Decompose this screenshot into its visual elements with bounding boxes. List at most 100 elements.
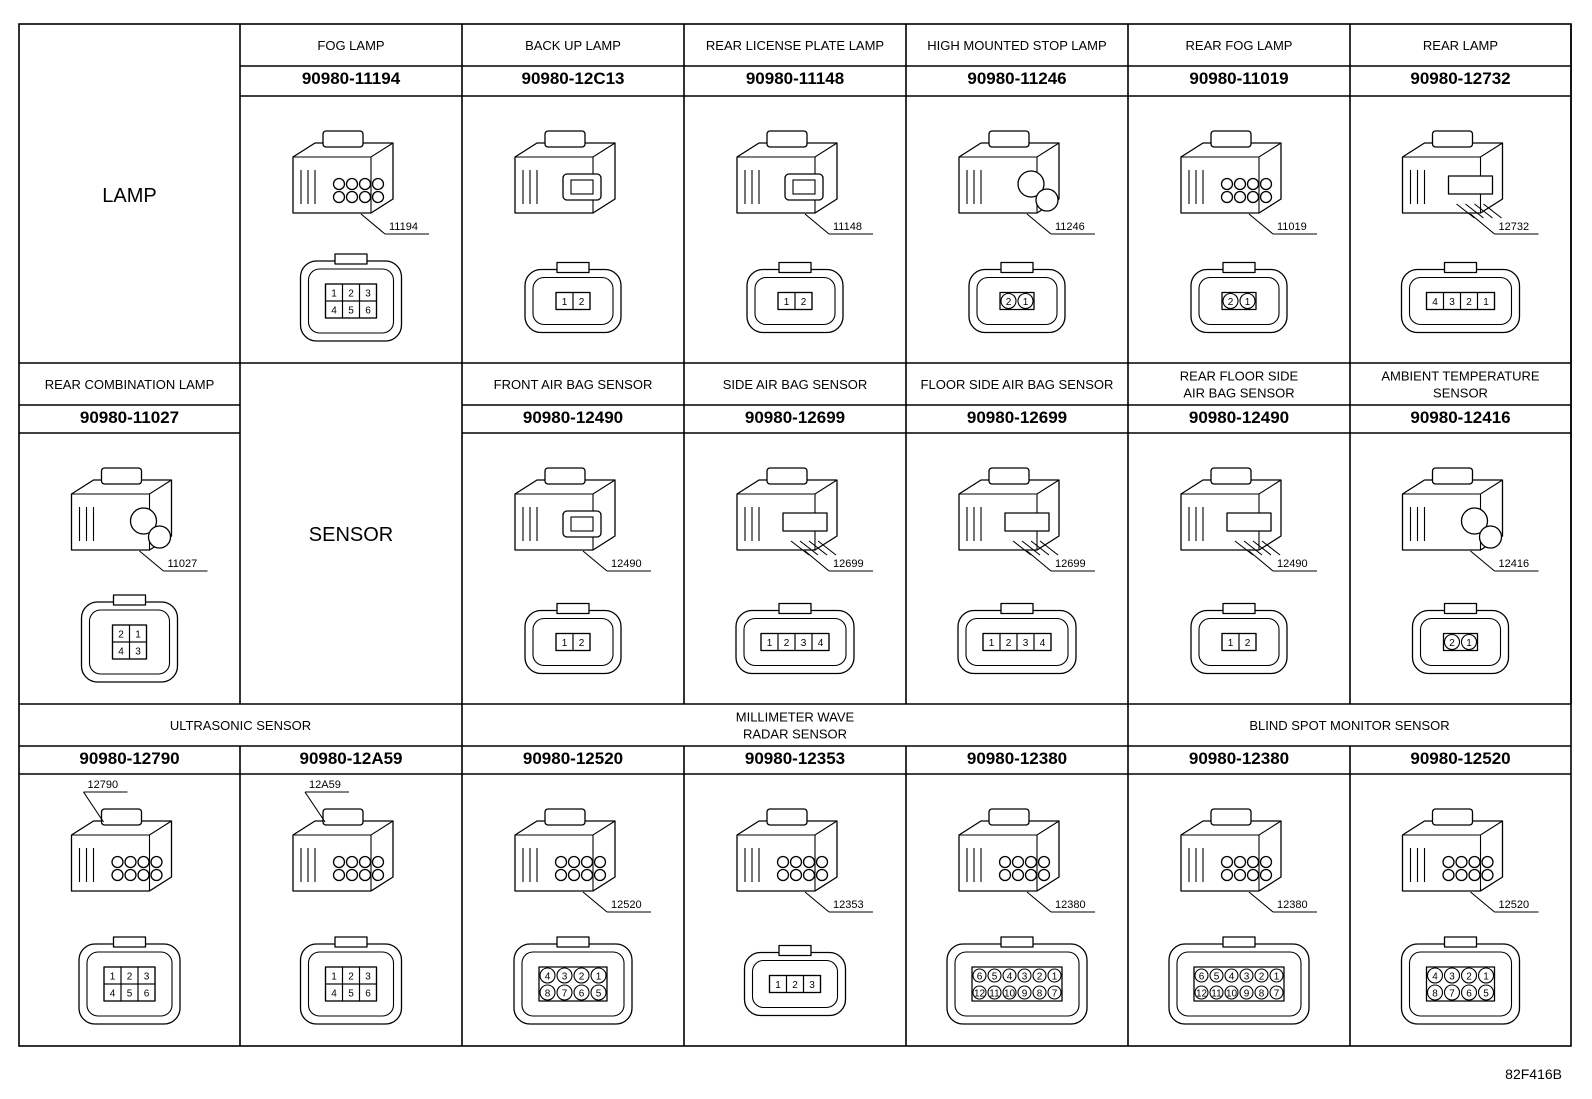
callout-label: 11148 (833, 221, 862, 233)
pin-number: 8 (1259, 989, 1265, 1000)
pin-number: 9 (1022, 989, 1028, 1000)
pin-number: 4 (1229, 972, 1235, 983)
pin-number: 4 (818, 638, 824, 649)
pin-number: 2 (579, 297, 585, 308)
pin-number: 2 (579, 638, 585, 649)
pin-number: 6 (1466, 989, 1472, 1000)
part-number: 90980-12A59 (299, 749, 402, 768)
pin-number: 11 (1211, 989, 1222, 1000)
connector-title: SENSOR (1433, 386, 1488, 401)
part-number: 90980-11246 (967, 69, 1066, 88)
part-number: 90980-12380 (1189, 749, 1289, 768)
part-number: 90980-12699 (967, 408, 1067, 427)
pin-number: 5 (992, 972, 998, 983)
pin-number: 1 (1466, 638, 1472, 649)
pin-number: 9 (1244, 989, 1250, 1000)
pin-number: 2 (1449, 638, 1455, 649)
callout-label: 12490 (1277, 558, 1308, 570)
pin-number: 4 (331, 989, 337, 1000)
pin-number: 2 (792, 980, 798, 991)
pin-number: 2 (1006, 638, 1012, 649)
pin-number: 7 (1274, 989, 1280, 1000)
callout-label: 12380 (1055, 899, 1086, 911)
callout-label: 11019 (1277, 221, 1307, 233)
pin-number: 4 (331, 306, 337, 317)
pin-number: 2 (801, 297, 807, 308)
part-number: 90980-12520 (1410, 749, 1510, 768)
connector-title: FOG LAMP (317, 38, 384, 53)
part-number: 90980-11148 (746, 69, 844, 88)
pin-number: 1 (1245, 297, 1251, 308)
pin-number: 2 (348, 972, 354, 983)
pin-number: 2 (1466, 297, 1472, 308)
pin-number: 2 (579, 972, 585, 983)
pin-number: 1 (989, 638, 995, 649)
connector-title: FLOOR SIDE AIR BAG SENSOR (921, 377, 1114, 392)
pin-number: 12 (974, 989, 986, 1000)
pin-number: 3 (1449, 297, 1455, 308)
part-number: 90980-12490 (523, 408, 623, 427)
pin-number: 4 (1007, 972, 1013, 983)
pin-number: 3 (1449, 972, 1455, 983)
part-number: 90980-11019 (1189, 69, 1288, 88)
pin-number: 3 (1022, 972, 1028, 983)
section-label-lamp: LAMP (102, 185, 156, 207)
pin-number: 2 (1037, 972, 1043, 983)
pin-number: 4 (1432, 297, 1438, 308)
connector-title: HIGH MOUNTED STOP LAMP (927, 38, 1106, 53)
part-number: 90980-12699 (745, 408, 845, 427)
part-number: 90980-11194 (302, 69, 401, 88)
pin-number: 8 (1037, 989, 1043, 1000)
callout-label: 12490 (611, 558, 642, 570)
part-number: 90980-12790 (79, 749, 179, 768)
pin-number: 4 (118, 647, 124, 658)
pin-number: 1 (562, 638, 568, 649)
part-number: 90980-12732 (1410, 69, 1510, 88)
callout-label: 12520 (611, 899, 642, 911)
callout-label: 11246 (1055, 221, 1085, 233)
pin-number: 1 (775, 980, 781, 991)
pin-number: 2 (127, 972, 133, 983)
callout-label: 11194 (389, 221, 418, 233)
group-title: ULTRASONIC SENSOR (170, 718, 311, 733)
pin-number: 3 (562, 972, 568, 983)
part-number: 90980-12C13 (521, 69, 624, 88)
pin-number: 8 (545, 989, 551, 1000)
pin-number: 3 (365, 972, 371, 983)
pin-number: 7 (1449, 989, 1455, 1000)
callout-label: 12380 (1277, 899, 1308, 911)
pin-number: 7 (1052, 989, 1058, 1000)
pin-number: 8 (1432, 989, 1438, 1000)
pin-number: 1 (1228, 638, 1234, 649)
pin-number: 6 (365, 989, 371, 1000)
pin-number: 4 (1432, 972, 1438, 983)
pin-number: 6 (579, 989, 585, 1000)
pin-number: 12 (1196, 989, 1208, 1000)
pin-number: 10 (1226, 989, 1238, 1000)
pin-number: 2 (118, 630, 124, 641)
figure-code: 82F416B (1505, 1066, 1562, 1082)
pin-number: 3 (801, 638, 807, 649)
pin-number: 2 (1259, 972, 1265, 983)
pin-number: 2 (348, 289, 354, 300)
pin-number: 1 (1483, 972, 1489, 983)
connector-title: AIR BAG SENSOR (1183, 386, 1294, 401)
callout-label: 12416 (1499, 558, 1530, 570)
pin-number: 1 (110, 972, 116, 983)
pin-number: 1 (1483, 297, 1489, 308)
pin-number: 6 (1199, 972, 1205, 983)
